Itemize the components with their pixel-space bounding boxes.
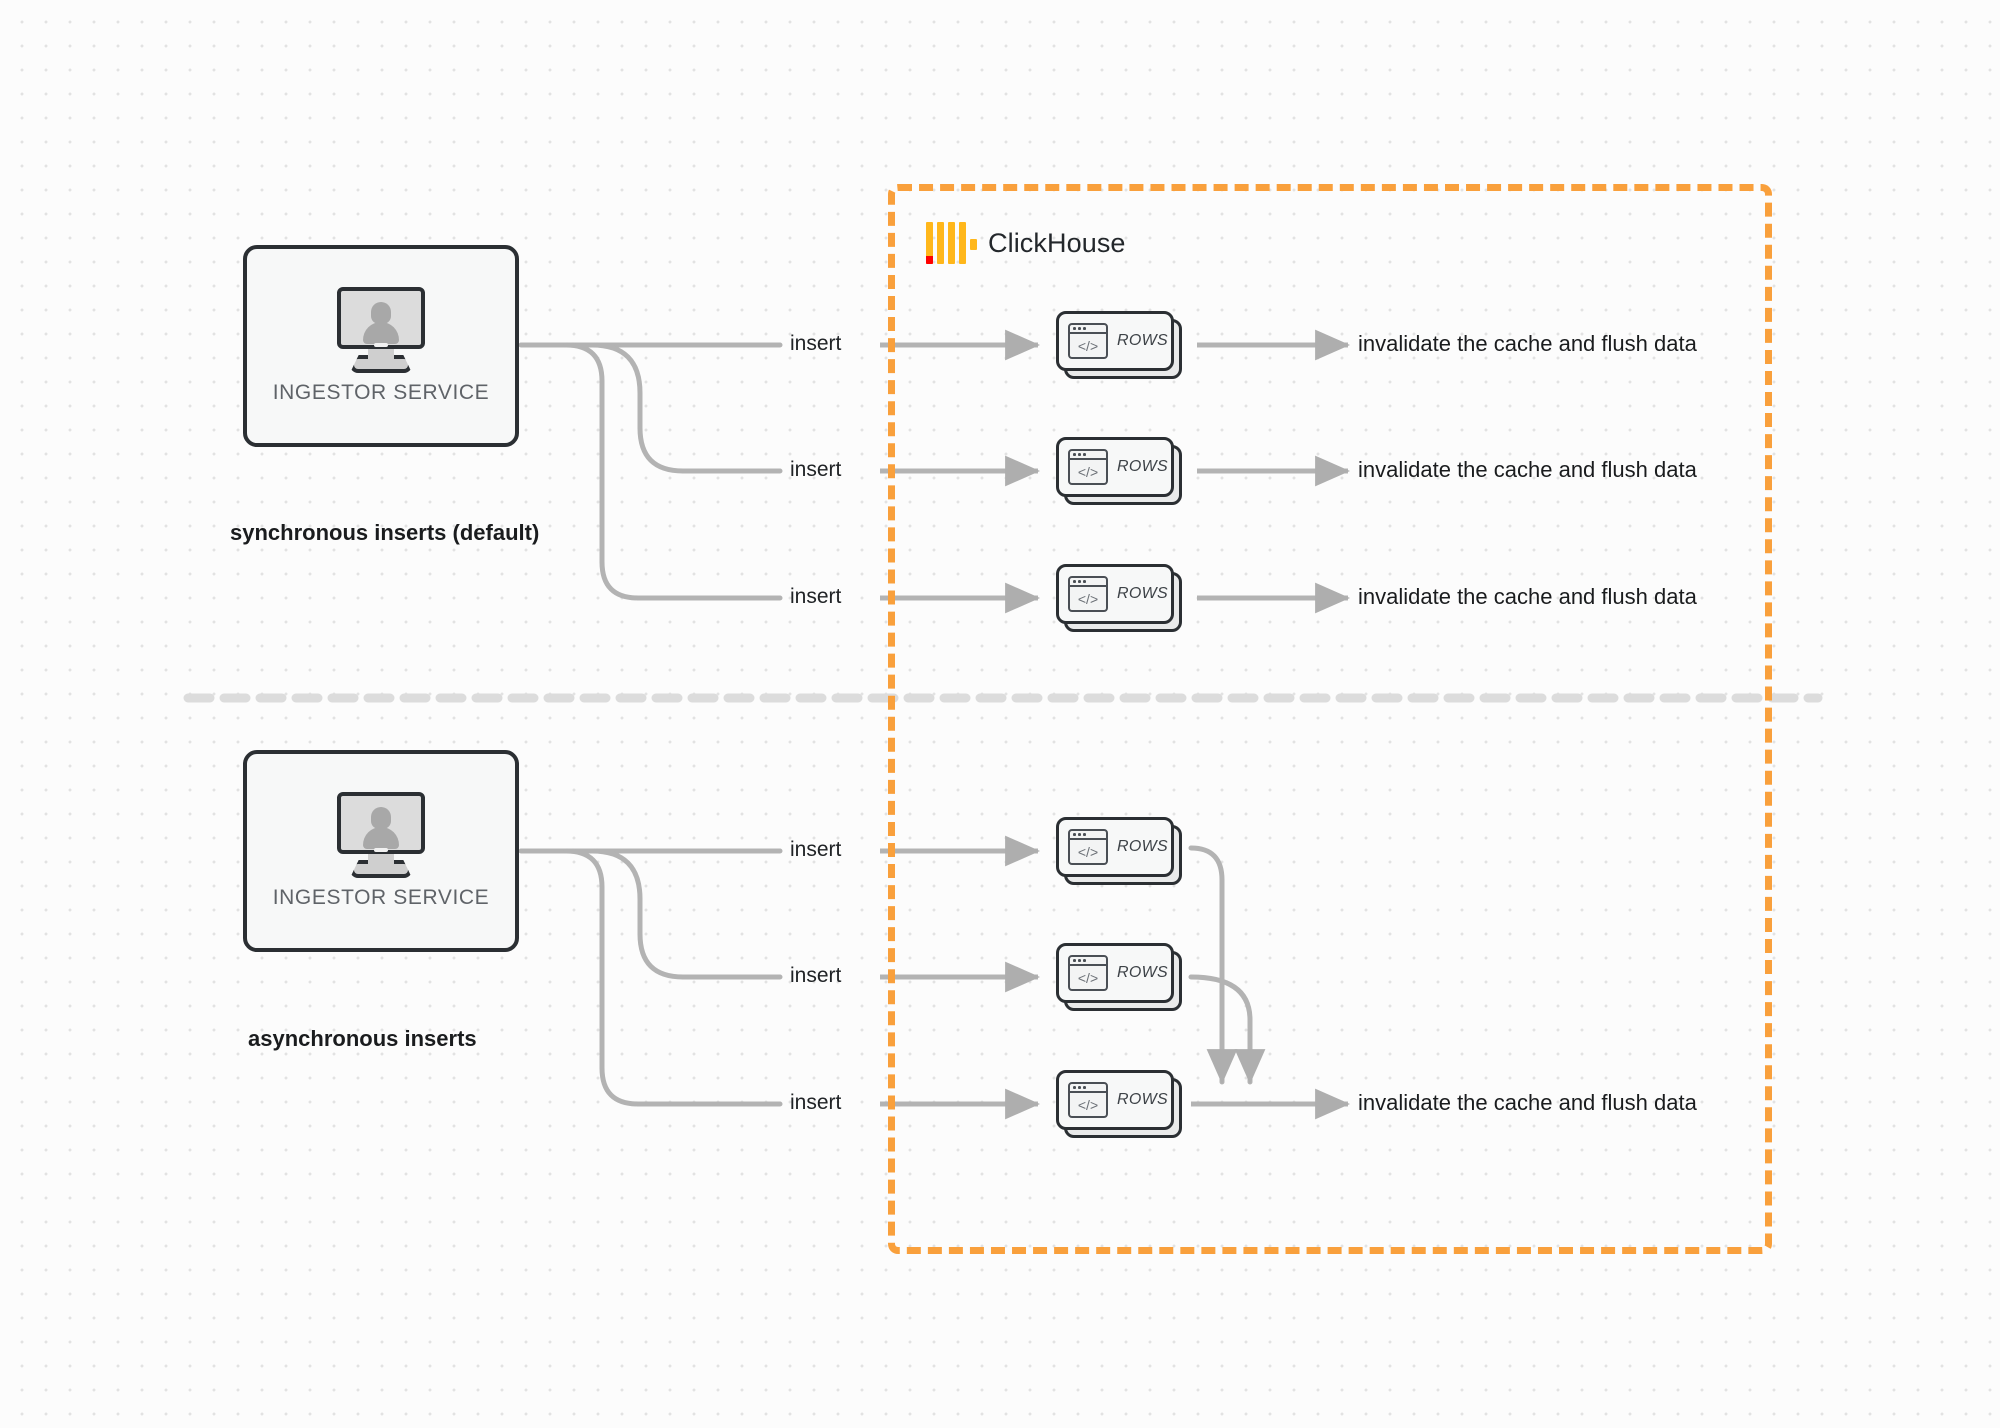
code-glyph: </> bbox=[1077, 1096, 1099, 1113]
monitor-notch bbox=[374, 848, 388, 852]
window-titlebar bbox=[1070, 831, 1106, 840]
sync-edge-label-1: insert bbox=[790, 332, 842, 355]
window-dot bbox=[1078, 1086, 1081, 1089]
window-dot bbox=[1083, 833, 1086, 836]
window-dot bbox=[1073, 453, 1076, 456]
rows-label: ROWS bbox=[1117, 332, 1168, 349]
logo-red-accent bbox=[926, 256, 933, 264]
code-glyph: </> bbox=[1077, 843, 1099, 860]
rows-card-front: </> ROWS bbox=[1056, 311, 1174, 371]
sync-ingestor-service-node[interactable]: INGESTOR SERVICE bbox=[243, 245, 519, 447]
monitor-neck bbox=[368, 348, 394, 360]
async-rows-node-3[interactable]: </> ROWS bbox=[1056, 1070, 1182, 1138]
code-window-icon: </> bbox=[1068, 1082, 1108, 1118]
window-dot bbox=[1073, 959, 1076, 962]
window-dot bbox=[1073, 833, 1076, 836]
wire-sync-row2 bbox=[589, 342, 783, 474]
rows-card-front: </> ROWS bbox=[1056, 817, 1174, 877]
sync-rows-node-2[interactable]: </> ROWS bbox=[1056, 437, 1182, 505]
async-sink-label-1: invalidate the cache and flush data bbox=[1358, 1090, 1697, 1115]
window-dot bbox=[1073, 327, 1076, 330]
logo-bar-2 bbox=[937, 222, 944, 264]
window-dot bbox=[1083, 959, 1086, 962]
sync-sink-label-3: invalidate the cache and flush data bbox=[1358, 584, 1697, 609]
logo-bar-4 bbox=[959, 222, 966, 264]
code-window-icon: </> bbox=[1068, 576, 1108, 612]
user-body bbox=[363, 827, 399, 849]
logo-bar-3 bbox=[948, 222, 955, 264]
clickhouse-brand: ClickHouse bbox=[926, 222, 1126, 264]
code-glyph: </> bbox=[1077, 337, 1099, 354]
window-titlebar bbox=[1070, 578, 1106, 587]
rows-label: ROWS bbox=[1117, 458, 1168, 475]
window-titlebar bbox=[1070, 451, 1106, 460]
rows-card-front: </> ROWS bbox=[1056, 564, 1174, 624]
sync-rows-node-1[interactable]: </> ROWS bbox=[1056, 311, 1182, 379]
sync-sink-label-1: invalidate the cache and flush data bbox=[1358, 331, 1697, 356]
window-dot bbox=[1083, 1086, 1086, 1089]
rows-label: ROWS bbox=[1117, 964, 1168, 981]
sync-edge-label-2: insert bbox=[790, 458, 842, 481]
window-dot bbox=[1078, 453, 1081, 456]
rows-label: ROWS bbox=[1117, 838, 1168, 855]
window-titlebar bbox=[1070, 1084, 1106, 1093]
code-glyph: </> bbox=[1077, 969, 1099, 986]
code-window-icon: </> bbox=[1068, 829, 1108, 865]
rows-card-front: </> ROWS bbox=[1056, 943, 1174, 1003]
async-section-caption: asynchronous inserts bbox=[248, 1026, 477, 1051]
code-window-icon: </> bbox=[1068, 955, 1108, 991]
monitor-screen bbox=[337, 287, 425, 349]
window-dot bbox=[1078, 327, 1081, 330]
user-head bbox=[371, 807, 391, 829]
window-dot bbox=[1073, 580, 1076, 583]
user-head bbox=[371, 302, 391, 324]
window-dot bbox=[1078, 580, 1081, 583]
logo-square bbox=[970, 239, 977, 250]
rows-card-front: </> ROWS bbox=[1056, 437, 1174, 497]
monitor-screen bbox=[337, 792, 425, 854]
wire-async-row3 bbox=[563, 848, 783, 1107]
async-edge-label-3: insert bbox=[790, 1091, 842, 1114]
window-titlebar bbox=[1070, 957, 1106, 966]
window-dot bbox=[1078, 959, 1081, 962]
window-dot bbox=[1083, 453, 1086, 456]
window-dot bbox=[1078, 833, 1081, 836]
sync-section-caption: synchronous inserts (default) bbox=[230, 520, 540, 545]
clickhouse-logo bbox=[926, 222, 977, 264]
window-titlebar bbox=[1070, 325, 1106, 334]
logo-bar-1 bbox=[926, 222, 933, 264]
window-dot bbox=[1083, 327, 1086, 330]
code-window-icon: </> bbox=[1068, 449, 1108, 485]
async-ingestor-label: INGESTOR SERVICE bbox=[272, 886, 490, 909]
sync-ingestor-label: INGESTOR SERVICE bbox=[272, 381, 490, 404]
window-dot bbox=[1073, 1086, 1076, 1089]
async-rows-node-2[interactable]: </> ROWS bbox=[1056, 943, 1182, 1011]
async-edge-label-2: insert bbox=[790, 964, 842, 987]
monitor-notch bbox=[374, 343, 388, 347]
monitor-user-icon bbox=[333, 792, 429, 878]
rows-label: ROWS bbox=[1117, 1091, 1168, 1108]
async-rows-node-1[interactable]: </> ROWS bbox=[1056, 817, 1182, 885]
window-dot bbox=[1083, 580, 1086, 583]
async-ingestor-service-node[interactable]: INGESTOR SERVICE bbox=[243, 750, 519, 952]
code-glyph: </> bbox=[1077, 463, 1099, 480]
clickhouse-boundary bbox=[888, 184, 1772, 1254]
user-body bbox=[363, 322, 399, 344]
async-edge-label-1: insert bbox=[790, 838, 842, 861]
wire-sync-row3 bbox=[563, 342, 783, 601]
sync-sink-label-2: invalidate the cache and flush data bbox=[1358, 457, 1697, 482]
rows-label: ROWS bbox=[1117, 585, 1168, 602]
monitor-user-icon bbox=[333, 287, 429, 373]
code-glyph: </> bbox=[1077, 590, 1099, 607]
sync-rows-node-3[interactable]: </> ROWS bbox=[1056, 564, 1182, 632]
clickhouse-title: ClickHouse bbox=[988, 227, 1126, 258]
sync-edge-label-3: insert bbox=[790, 585, 842, 608]
monitor-neck bbox=[368, 853, 394, 865]
wire-async-row2 bbox=[589, 848, 783, 980]
rows-card-front: </> ROWS bbox=[1056, 1070, 1174, 1130]
code-window-icon: </> bbox=[1068, 323, 1108, 359]
